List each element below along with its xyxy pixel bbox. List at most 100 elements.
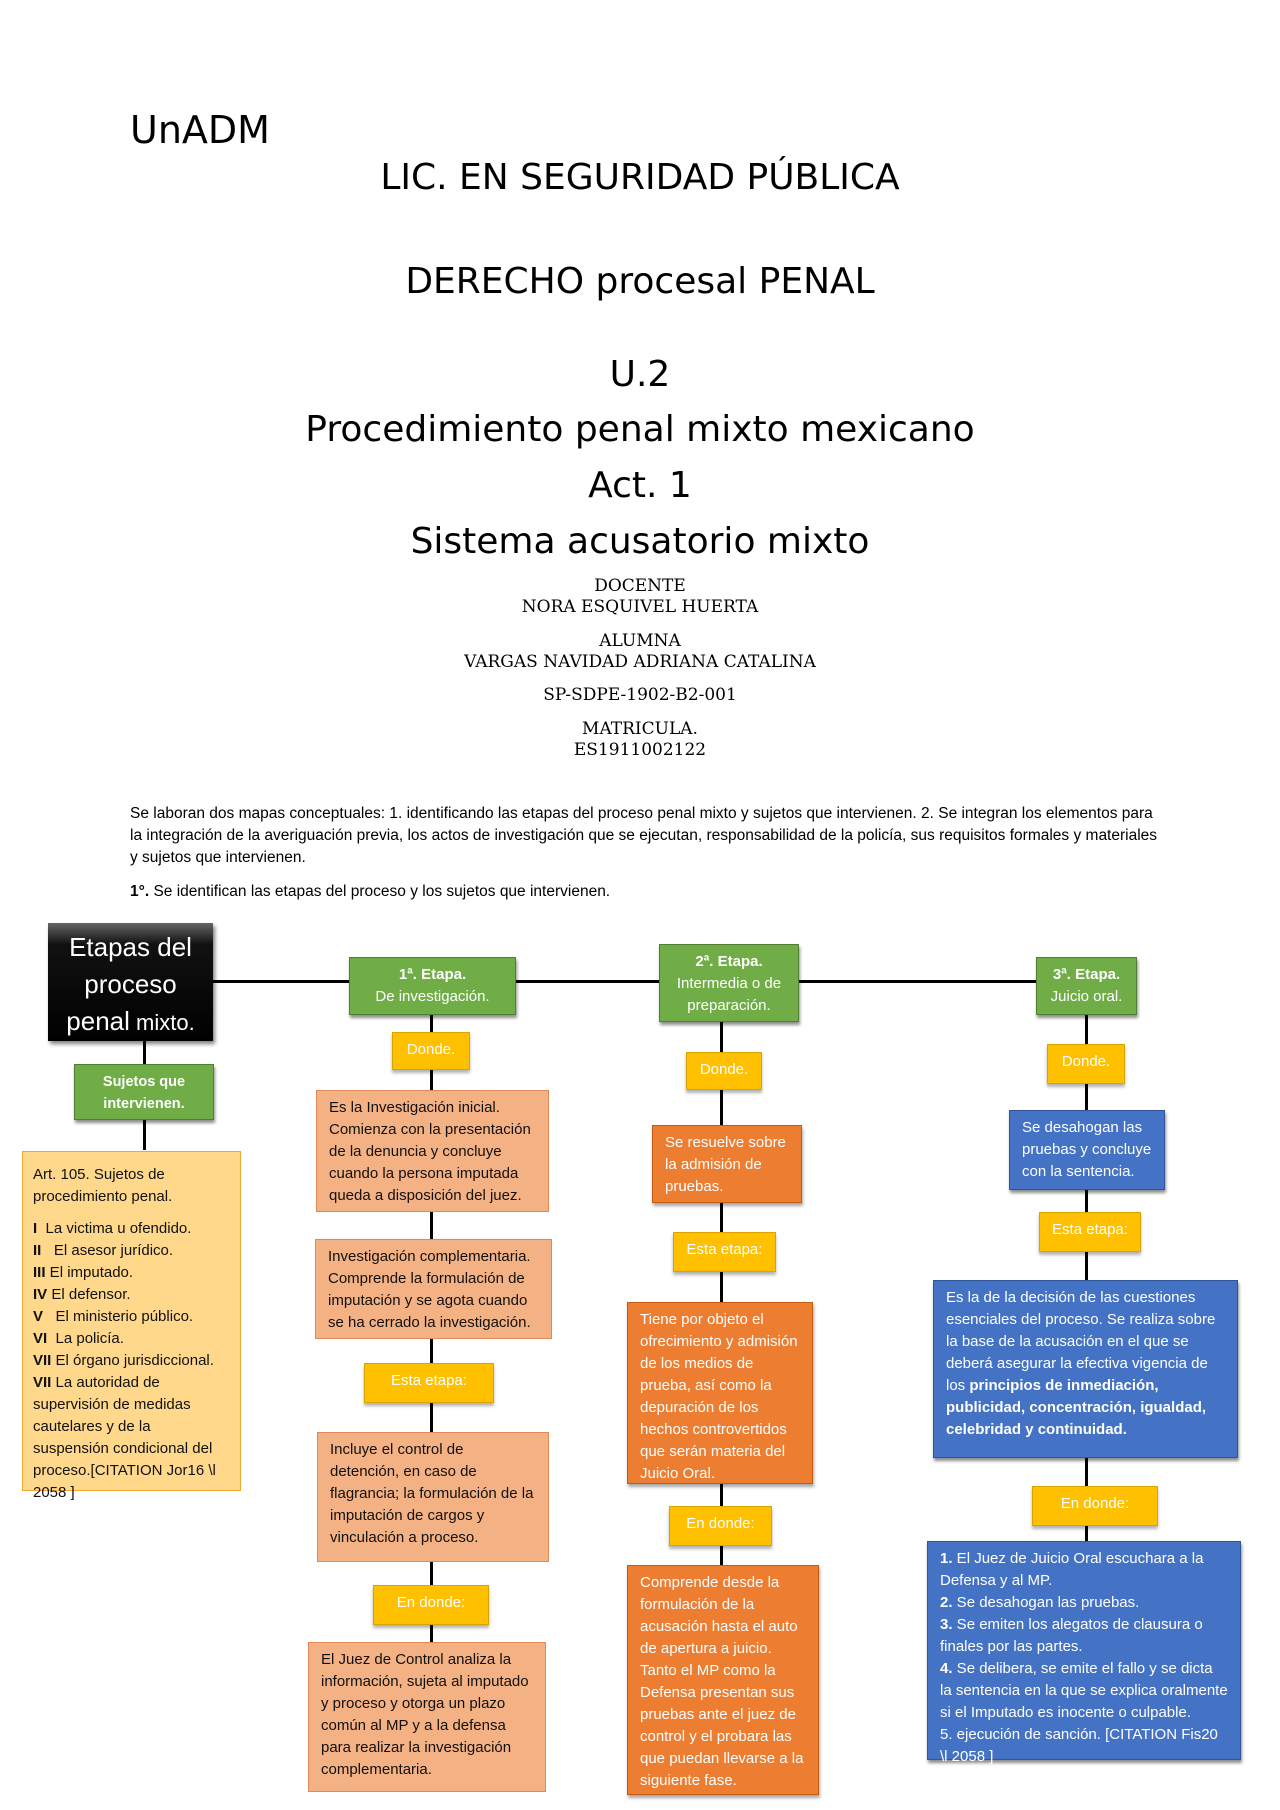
subject-item-number: I bbox=[33, 1220, 38, 1237]
stage3-steps-list: 1. El Juez de Juicio Oral escuchara a la… bbox=[940, 1548, 1228, 1768]
stage3-step-number: 1. bbox=[940, 1550, 953, 1567]
stage1-where-label: Donde. bbox=[392, 1032, 470, 1070]
stage2-detail-box: Comprende desde la formulación de la acu… bbox=[627, 1565, 819, 1795]
unit-number: U.2 bbox=[609, 354, 671, 395]
subject-item: VII El órgano jurisdiccional. bbox=[33, 1350, 230, 1372]
intro-section: Se laboran dos mapas conceptuales: 1. id… bbox=[130, 803, 1160, 915]
stage3-step-number: 2. bbox=[940, 1594, 953, 1611]
stage2-objective-box: Tiene por objeto el ofrecimiento y admis… bbox=[627, 1302, 813, 1484]
stage3-step-text: Se desahogan las pruebas. bbox=[952, 1594, 1140, 1611]
subject-item-text: La autoridad de supervisión de medidas c… bbox=[33, 1374, 220, 1501]
subject-item-text: El defensor. bbox=[47, 1286, 131, 1303]
stage3-step: 4. Se delibera, se emite el fallo y se d… bbox=[940, 1658, 1228, 1724]
stage3-step: 2. Se desahogan las pruebas. bbox=[940, 1592, 1228, 1614]
subject-item: II El asesor jurídico. bbox=[33, 1240, 230, 1262]
stage3-step: 1. El Juez de Juicio Oral escuchara a la… bbox=[940, 1548, 1228, 1592]
unit-title: Procedimiento penal mixto mexicano bbox=[305, 409, 975, 450]
stage1-description-box: Es la Investigación inicial. Comienza co… bbox=[316, 1090, 549, 1212]
stage2-where-label: Donde. bbox=[686, 1052, 762, 1090]
subject-item: VI La policía. bbox=[33, 1328, 230, 1350]
root-to-subjects-line bbox=[143, 1040, 146, 1072]
institution-name: UnADM bbox=[130, 108, 270, 152]
subject-item-number: IV bbox=[33, 1286, 48, 1303]
stage3-step: 3. Se emiten los alegatos de clausura o … bbox=[940, 1614, 1228, 1658]
stage3-header-box: 3ª. Etapa. Juicio oral. bbox=[1036, 957, 1137, 1015]
subject-item-number: VI bbox=[33, 1330, 48, 1347]
stage2-description-box: Se resuelve sobre la admisión de pruebas… bbox=[652, 1125, 802, 1203]
id-label: MATRICULA. bbox=[582, 719, 698, 739]
stage3-decision-box: Es la de la decisión de las cuestiones e… bbox=[933, 1280, 1238, 1458]
subject-item-number: V bbox=[33, 1308, 44, 1325]
student-name: VARGAS NAVIDAD ADRIANA CATALINA bbox=[464, 652, 816, 672]
stage3-step-text: Se emiten los alegatos de clausura o fin… bbox=[940, 1616, 1203, 1655]
subject-item-number: VII bbox=[33, 1352, 52, 1369]
activity-title: Sistema acusatorio mixto bbox=[410, 521, 870, 562]
intro-step: 1°. Se identifican las etapas del proces… bbox=[130, 881, 1160, 903]
stage3-this-stage-label: Esta etapa: bbox=[1039, 1212, 1141, 1252]
stage3-step-text: El Juez de Juicio Oral escuchara a la De… bbox=[940, 1550, 1204, 1589]
stage3-title: 3ª. Etapa. bbox=[1052, 966, 1121, 983]
subject-item-text: El ministerio público. bbox=[43, 1308, 194, 1325]
subjects-header-line2: intervienen. bbox=[103, 1096, 185, 1112]
root-line3a: penal bbox=[66, 1006, 130, 1036]
stage3-decision-principles: principios de inmediación, publicidad, c… bbox=[946, 1377, 1207, 1438]
stage1-includes-box: Incluye el control de detención, en caso… bbox=[317, 1432, 549, 1562]
map-root-box: Etapas del proceso penal mixto. bbox=[48, 923, 213, 1041]
stage3-decision-text: Es la de la decisión de las cuestiones e… bbox=[946, 1289, 1216, 1394]
subject-item-text: La victima u ofendido. bbox=[37, 1220, 192, 1237]
degree-title: LIC. EN SEGURIDAD PÚBLICA bbox=[380, 157, 900, 198]
stage3-step-number: 3. bbox=[940, 1616, 953, 1633]
root-line3: penal mixto. bbox=[48, 1003, 213, 1041]
subject-item-number: II bbox=[33, 1242, 42, 1259]
teacher-label: DOCENTE bbox=[594, 576, 686, 596]
stage3-where2-label: En donde: bbox=[1032, 1486, 1158, 1526]
step-number: 1°. bbox=[130, 883, 150, 900]
stage1-where2-label: En donde: bbox=[373, 1585, 489, 1625]
subject-item: I La victima u ofendido. bbox=[33, 1218, 230, 1240]
subjects-list-box: Art. 105. Sujetos de procedimiento penal… bbox=[22, 1151, 241, 1501]
stage3-where-label: Donde. bbox=[1047, 1044, 1125, 1084]
subject-item: III El imputado. bbox=[33, 1262, 230, 1284]
stage1-complementary-box: Investigación complementaria. Comprende … bbox=[315, 1239, 552, 1339]
stage3-step-text: Se delibera, se emite el fallo y se dict… bbox=[940, 1660, 1228, 1721]
stage1-header-box: 1ª. Etapa. De investigación. bbox=[349, 957, 516, 1015]
subjects-header-box: Sujetos que intervienen. bbox=[74, 1064, 214, 1120]
stage1-subtitle: De investigación. bbox=[375, 988, 490, 1005]
subject-item: IV El defensor. bbox=[33, 1284, 230, 1306]
subjects-to-list-line bbox=[143, 1120, 146, 1150]
stage2-header-box: 2ª. Etapa. Intermedia o de preparación. bbox=[659, 944, 799, 1022]
subject-item-number: VII bbox=[33, 1374, 52, 1391]
subject-item-text: El asesor jurídico. bbox=[41, 1242, 174, 1259]
id-value: ES1911002122 bbox=[573, 740, 707, 760]
subject-item-text: El imputado. bbox=[45, 1264, 134, 1281]
subjects-list: I La victima u ofendido.II El asesor jur… bbox=[33, 1218, 230, 1504]
stage3-subtitle: Juicio oral. bbox=[1050, 988, 1123, 1005]
stage3-steps-box: 1. El Juez de Juicio Oral escuchara a la… bbox=[927, 1541, 1241, 1765]
subjects-header-line1: Sujetos que bbox=[102, 1074, 186, 1090]
subject-item: V El ministerio público. bbox=[33, 1306, 230, 1328]
stage2-where2-label: En donde: bbox=[669, 1506, 772, 1546]
subjects-intro: Art. 105. Sujetos de procedimiento penal… bbox=[33, 1166, 173, 1205]
subject-item-text: La policía. bbox=[47, 1330, 124, 1347]
root-line3b: mixto. bbox=[129, 1010, 195, 1035]
subject-item: VII La autoridad de supervisión de medid… bbox=[33, 1372, 230, 1504]
subject-item-text: El órgano jurisdiccional. bbox=[51, 1352, 214, 1369]
root-line2: proceso bbox=[84, 969, 177, 999]
subject-title: DERECHO procesal PENAL bbox=[405, 261, 875, 302]
stage3-step-text: 5. ejecución de sanción. [CITATION Fis20… bbox=[940, 1726, 1218, 1765]
teacher-name: NORA ESQUIVEL HUERTA bbox=[521, 597, 759, 617]
stage3-step: 5. ejecución de sanción. [CITATION Fis20… bbox=[940, 1724, 1228, 1768]
stage3-description-box: Se desahogan las pruebas y concluye con … bbox=[1009, 1110, 1165, 1190]
stage1-title: 1ª. Etapa. bbox=[398, 966, 467, 983]
stage2-subtitle: Intermedia o de preparación. bbox=[676, 975, 782, 1014]
stage1-this-stage-label: Esta etapa: bbox=[364, 1363, 494, 1403]
root-line1: Etapas del bbox=[69, 932, 192, 962]
stage3-step-number: 4. bbox=[940, 1660, 953, 1677]
activity-number: Act. 1 bbox=[588, 465, 692, 506]
stage1-vertical-line bbox=[430, 1015, 433, 1690]
student-label: ALUMNA bbox=[599, 631, 681, 651]
stage2-title: 2ª. Etapa. bbox=[695, 953, 763, 970]
intro-paragraph: Se laboran dos mapas conceptuales: 1. id… bbox=[130, 805, 1158, 866]
stage2-this-stage-label: Esta etapa: bbox=[673, 1232, 776, 1272]
group-code: SP-SDPE-1902-B2-001 bbox=[543, 685, 737, 705]
